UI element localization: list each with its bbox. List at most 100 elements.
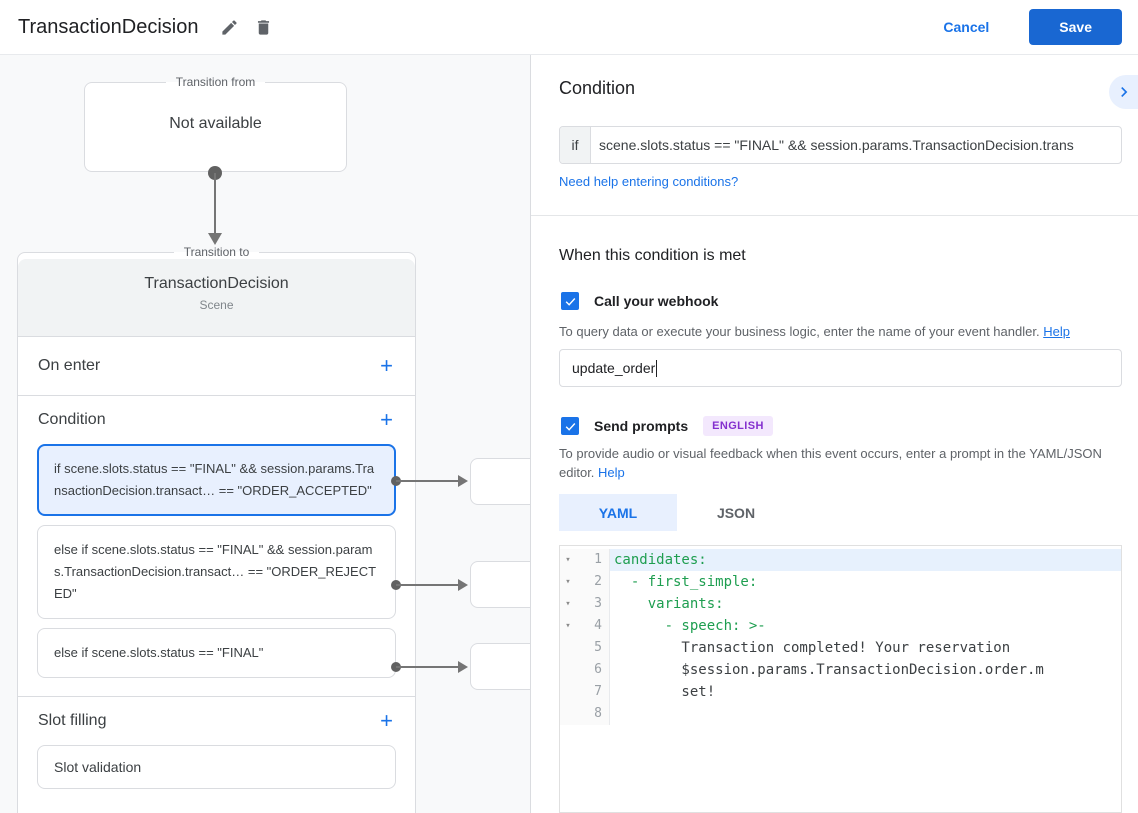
- slot-card-list: Slot validation: [18, 745, 415, 789]
- add-on-enter-button[interactable]: +: [376, 353, 397, 379]
- cancel-button[interactable]: Cancel: [927, 11, 1005, 43]
- condition-card[interactable]: else if scene.slots.status == "FINAL" &&…: [37, 525, 396, 619]
- fold-toggle-icon[interactable]: ▾: [565, 577, 571, 587]
- condition-card-list: if scene.slots.status == "FINAL" && sess…: [18, 444, 415, 696]
- on-enter-section: On enter +: [18, 337, 415, 395]
- tab-json[interactable]: JSON: [716, 504, 756, 521]
- tab-yaml[interactable]: YAML: [559, 494, 677, 531]
- slot-card-text: Slot validation: [54, 759, 142, 775]
- fold-toggle-icon[interactable]: ▾: [565, 555, 571, 565]
- code-line: ▾ 2 - first_simple:: [560, 571, 1121, 593]
- fold-toggle-icon[interactable]: ▾: [565, 599, 571, 609]
- condition-card-text: else if scene.slots.status == "FINAL": [54, 645, 264, 660]
- condition-card-text: if scene.slots.status == "FINAL" && sess…: [54, 461, 375, 498]
- checkmark-icon: [565, 422, 575, 431]
- code-line: ▾ 3 variants:: [560, 593, 1121, 615]
- add-condition-button[interactable]: +: [376, 407, 397, 433]
- flow-arrow-down: [208, 166, 222, 245]
- webhook-help-link[interactable]: Help: [1043, 324, 1070, 339]
- connector-arrow-2: [390, 577, 472, 593]
- section-divider: [18, 696, 415, 697]
- line-number: 3: [594, 596, 602, 611]
- add-slot-button[interactable]: +: [376, 708, 397, 734]
- transition-to-box: Transition to TransactionDecision Scene …: [17, 245, 416, 813]
- condition-detail-panel: Condition if scene.slots.status == "FINA…: [530, 55, 1138, 813]
- webhook-name-input[interactable]: update_order: [559, 349, 1122, 387]
- prompts-help-link[interactable]: Help: [598, 465, 625, 480]
- condition-section-header: Condition +: [18, 396, 415, 444]
- fold-toggle-icon[interactable]: [560, 681, 576, 703]
- code-line: 8: [560, 703, 1121, 725]
- text-caret: [656, 359, 658, 377]
- edit-scene-button[interactable]: [212, 10, 246, 44]
- code-line: ▾ 4 - speech: >-: [560, 615, 1121, 637]
- code-line-text: [610, 703, 1121, 725]
- webhook-help-text: To query data or execute your business l…: [559, 322, 1120, 341]
- line-number: 5: [594, 640, 602, 655]
- checkmark-icon: [565, 297, 575, 306]
- fold-toggle-icon[interactable]: [560, 637, 576, 659]
- scene-type-label: Scene: [199, 298, 234, 312]
- condition-card[interactable]: else if scene.slots.status == "FINAL": [37, 628, 396, 678]
- editor-gutter: ▾ 2: [560, 571, 610, 593]
- editor-format-tabs: YAML JSON: [559, 494, 795, 531]
- panel-divider: [531, 215, 1138, 216]
- prompts-checkbox-row: Send prompts ENGLISH: [561, 416, 773, 436]
- editor-gutter: ▾ 1: [560, 549, 610, 571]
- code-line-text: - first_simple:: [614, 574, 758, 590]
- connector-line: [396, 584, 458, 586]
- connector-arrow-1: [390, 473, 472, 489]
- send-prompts-checkbox[interactable]: [561, 417, 579, 435]
- code-line-text: Transaction completed! Your reservation: [614, 640, 1011, 656]
- prompts-help-text: To provide audio or visual feedback when…: [559, 444, 1120, 482]
- conditions-help-link[interactable]: Need help entering conditions?: [559, 174, 739, 189]
- webhook-label: Call your webhook: [594, 293, 719, 309]
- on-enter-label: On enter: [38, 357, 101, 374]
- slot-filling-label: Slot filling: [38, 712, 107, 729]
- editor-gutter: ▾ 3: [560, 593, 610, 615]
- delete-scene-button[interactable]: [246, 10, 280, 44]
- webhook-checkbox[interactable]: [561, 292, 579, 310]
- code-line-text: $session.params.TransactionDecision.orde…: [614, 662, 1044, 678]
- collapse-panel-button[interactable]: [1109, 75, 1138, 109]
- slot-validation-card[interactable]: Slot validation: [37, 745, 396, 789]
- code-line-text: set!: [614, 684, 716, 700]
- fold-toggle-icon[interactable]: [560, 659, 576, 681]
- condition-card[interactable]: if scene.slots.status == "FINAL" && sess…: [37, 444, 396, 516]
- condition-section-label: Condition: [38, 411, 106, 428]
- fold-toggle-icon[interactable]: ▾: [565, 621, 571, 631]
- connector-arrow-3: [390, 659, 472, 675]
- code-line-text: variants:: [614, 596, 724, 612]
- top-bar: TransactionDecision Cancel Save: [0, 0, 1138, 55]
- pencil-icon: [222, 19, 237, 35]
- editor-gutter: 8: [560, 703, 610, 725]
- webhook-help-description: To query data or execute your business l…: [559, 324, 1040, 339]
- editor-gutter: ▾ 4: [560, 615, 610, 637]
- save-button[interactable]: Save: [1029, 9, 1122, 45]
- language-badge: ENGLISH: [703, 416, 773, 436]
- transition-from-legend: Transition from: [175, 75, 256, 89]
- trash-icon: [257, 19, 269, 35]
- section-divider: [18, 395, 415, 396]
- line-number: 4: [594, 618, 602, 633]
- webhook-name-value: update_order: [572, 360, 656, 376]
- when-condition-met-title: When this condition is met: [559, 247, 746, 264]
- page-title: TransactionDecision: [18, 15, 199, 38]
- slot-filling-section-header: Slot filling +: [18, 697, 415, 745]
- code-line: 6 $session.params.TransactionDecision.or…: [560, 659, 1121, 681]
- scene-name: TransactionDecision: [144, 275, 289, 292]
- condition-card-text: else if scene.slots.status == "FINAL" &&…: [54, 542, 377, 601]
- condition-expression-input[interactable]: scene.slots.status == "FINAL" && session…: [599, 137, 1074, 153]
- editor-gutter: 7: [560, 681, 610, 703]
- code-line: ▾ 1 candidates:: [560, 549, 1121, 571]
- arrowhead-icon: [458, 661, 468, 673]
- scene-header: TransactionDecision Scene: [18, 251, 415, 337]
- yaml-editor[interactable]: ▾ 1 candidates: ▾ 2 - first_simple: ▾ 3 …: [559, 545, 1122, 813]
- panel-title: Condition: [559, 78, 636, 98]
- arrowhead-icon: [458, 475, 468, 487]
- line-number: 6: [594, 662, 602, 677]
- chevron-right-icon: [1120, 87, 1127, 97]
- send-prompts-label: Send prompts: [594, 418, 689, 434]
- fold-toggle-icon[interactable]: [560, 703, 576, 725]
- line-number: 2: [594, 574, 602, 589]
